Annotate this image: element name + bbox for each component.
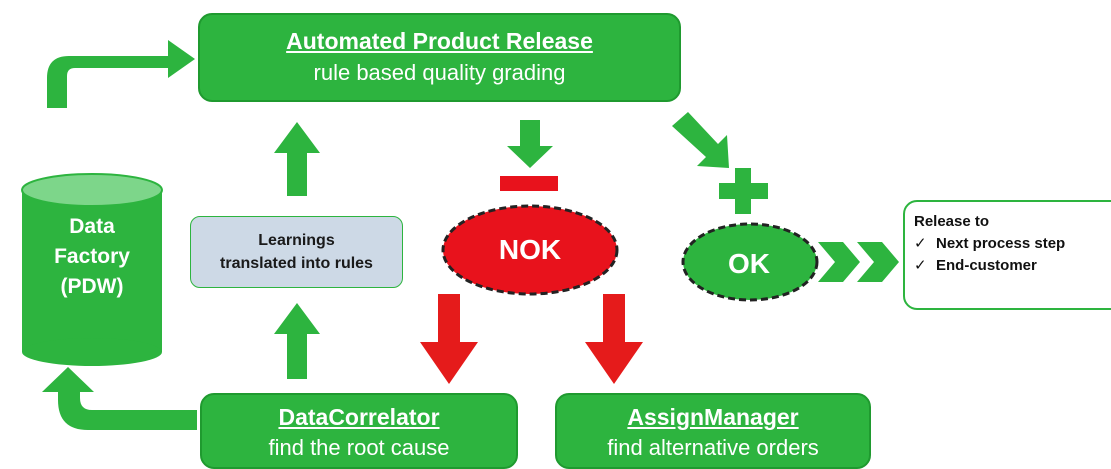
automated-release-box: Automated Product Release rule based qua… [198,13,681,102]
learnings-line-1: Learnings [258,232,335,249]
assign-manager-title: AssignManager [627,404,799,430]
bent-arrow-left-up [42,367,197,430]
bent-arrow-up-right [47,40,195,108]
check-icon: ✓ [914,257,927,274]
data-correlator-box: DataCorrelator find the root cause [200,393,518,469]
red-arrow-down-to-correlator [420,294,478,384]
red-arrow-down-to-assignmanager [585,294,643,384]
arrow-up-learnings-to-release [274,122,320,196]
plus-icon [719,168,768,214]
data-correlator-title: DataCorrelator [278,404,440,430]
learnings-box: Learnings translated into rules [190,216,403,288]
release-box: Release to ✓ Next process step ✓ End-custo… [903,200,1111,310]
data-factory-line-3: (PDW) [60,275,124,298]
data-factory-line-2: Factory [54,245,130,268]
database-cylinder-icon [21,173,163,366]
data-correlator-subtitle: find the root cause [268,435,450,460]
check-icon: ✓ [914,235,927,252]
release-item-label: Next process step [936,235,1066,252]
release-heading: Release to [914,213,990,230]
release-item-label: End-customer [936,257,1037,274]
arrow-diagonal-to-ok [672,112,729,168]
arrow-up-correlator-to-learnings [274,303,320,379]
nok-oval [441,204,619,296]
release-item: ✓ End-customer [914,255,1111,277]
assign-manager-box: AssignManager find alternative orders [555,393,871,469]
automated-release-subtitle: rule based quality grading [313,60,566,85]
learnings-line-2: translated into rules [220,255,373,272]
automated-release-title: Automated Product Release [286,28,593,54]
data-factory-line-1: Data [69,215,115,238]
data-factory-label: Data Factory (PDW) [22,212,162,302]
chevron-right-icon [818,242,899,282]
release-item: ✓ Next process step [914,233,1111,255]
ok-oval [681,222,819,302]
nok-label: NOK [498,234,562,265]
ok-label: OK [728,248,770,279]
minus-icon [500,176,558,191]
assign-manager-subtitle: find alternative orders [607,435,819,460]
arrow-down-to-nok [507,120,553,168]
